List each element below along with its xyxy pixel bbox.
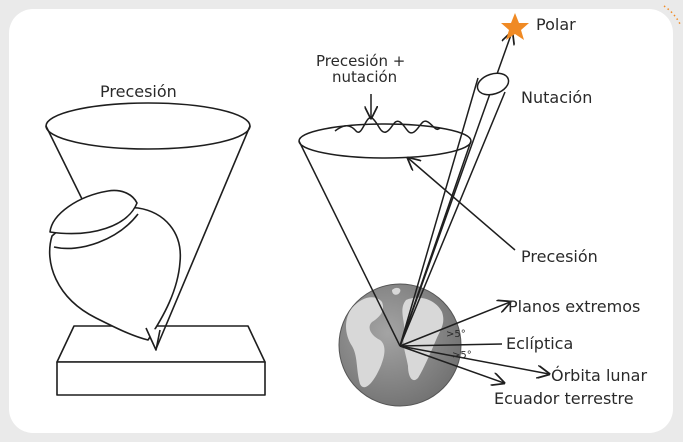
label-planos-extremos: Planos extremos bbox=[508, 297, 640, 316]
spinning-top-group bbox=[45, 102, 266, 396]
island-land bbox=[392, 287, 401, 295]
star-icon bbox=[501, 13, 529, 40]
ray-ecuador-terrestre bbox=[399, 345, 504, 383]
label-precesion-nutacion-1: Precesión + bbox=[316, 52, 405, 70]
ray-planos-extremos bbox=[399, 302, 510, 347]
label-angle-upper: >5° bbox=[446, 329, 466, 340]
label-polar: Polar bbox=[536, 15, 576, 34]
earth-cone-left-edge bbox=[298, 140, 401, 347]
ray-ecliptica bbox=[399, 343, 503, 347]
nutation-ring bbox=[476, 72, 510, 96]
label-precesion-nutacion-2: nutación bbox=[332, 68, 397, 86]
base-plate-side bbox=[56, 361, 266, 396]
ray-orbita-lunar bbox=[399, 345, 549, 374]
precession-cone-rim bbox=[45, 102, 251, 150]
corner-dots bbox=[663, 5, 681, 25]
axis-line-left bbox=[399, 77, 479, 347]
spinning-top-cap-ring bbox=[53, 213, 139, 250]
precession-cone-right-edge bbox=[155, 125, 251, 350]
label-precesion-right: Precesión bbox=[521, 247, 598, 266]
label-orbita-lunar: Órbita lunar bbox=[551, 366, 647, 385]
spinning-top-tip bbox=[145, 327, 161, 351]
earth-precession-cone-rim bbox=[298, 123, 472, 159]
base-plate bbox=[56, 325, 266, 363]
pointer-precesion-right bbox=[408, 158, 516, 251]
label-nutacion: Nutación bbox=[521, 88, 592, 107]
americas-land bbox=[346, 297, 385, 388]
label-angle-lower: >5° bbox=[452, 350, 472, 361]
label-ecliptica: Eclíptica bbox=[506, 334, 573, 353]
spinning-top-cap bbox=[49, 189, 138, 235]
axis-line-right bbox=[399, 91, 506, 347]
nutation-wave bbox=[334, 116, 441, 134]
africa-land bbox=[402, 297, 444, 381]
label-ecuador-terrestre: Ecuador terrestre bbox=[494, 389, 634, 408]
label-precesion-left: Precesión bbox=[100, 82, 177, 101]
